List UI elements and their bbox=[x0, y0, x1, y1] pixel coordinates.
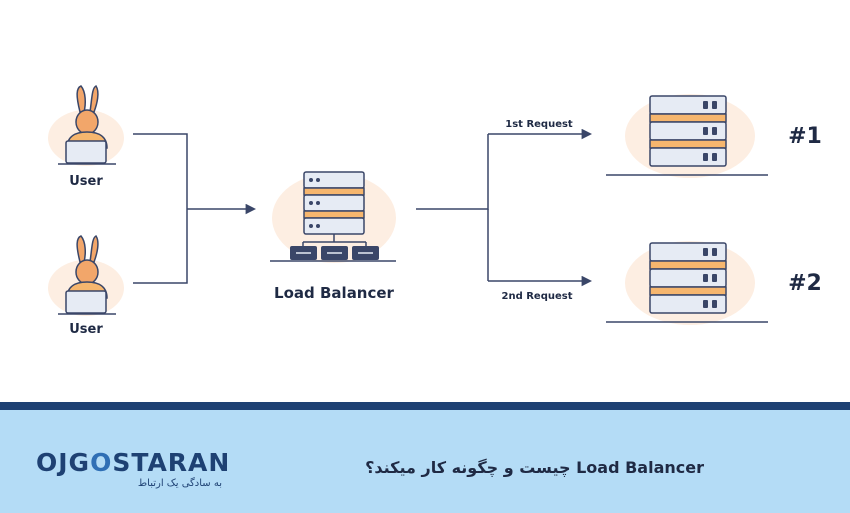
user-2-icon bbox=[48, 235, 124, 316]
request-2-label: 2nd Request bbox=[502, 291, 573, 302]
server-2-label: #2 bbox=[788, 271, 822, 296]
user-1-icon bbox=[48, 85, 124, 166]
request-connector-lines bbox=[416, 134, 489, 281]
load-balancer-icon bbox=[270, 171, 396, 263]
article-title: Load Balancer چیست و چگونه کار میکند؟ bbox=[365, 458, 704, 477]
user-1-label: User bbox=[69, 174, 103, 189]
footer-banner: OJGOSTARAN به سادگی یک ارتباط Load Balan… bbox=[0, 410, 850, 513]
brand-tagline: به سادگی یک ارتباط bbox=[137, 478, 222, 489]
brand-logo[interactable]: OJGOSTARAN به سادگی یک ارتباط bbox=[36, 450, 230, 490]
user-connector-lines bbox=[133, 133, 188, 284]
footer-divider bbox=[0, 402, 850, 410]
load-balancer-diagram: User User Load Balancer bbox=[48, 85, 822, 337]
brand-name-accent: O bbox=[90, 448, 113, 477]
user-2-label: User bbox=[69, 322, 103, 337]
server-1-label: #1 bbox=[788, 124, 822, 149]
brand-name: OJGOSTARAN bbox=[36, 450, 230, 476]
request-1-label: 1st Request bbox=[505, 119, 573, 130]
server-2-icon bbox=[606, 241, 768, 325]
brand-name-left: OJG bbox=[36, 448, 91, 477]
brand-name-right: STARAN bbox=[112, 448, 231, 477]
load-balancer-label: Load Balancer bbox=[274, 284, 395, 302]
server-1-icon bbox=[606, 94, 768, 178]
